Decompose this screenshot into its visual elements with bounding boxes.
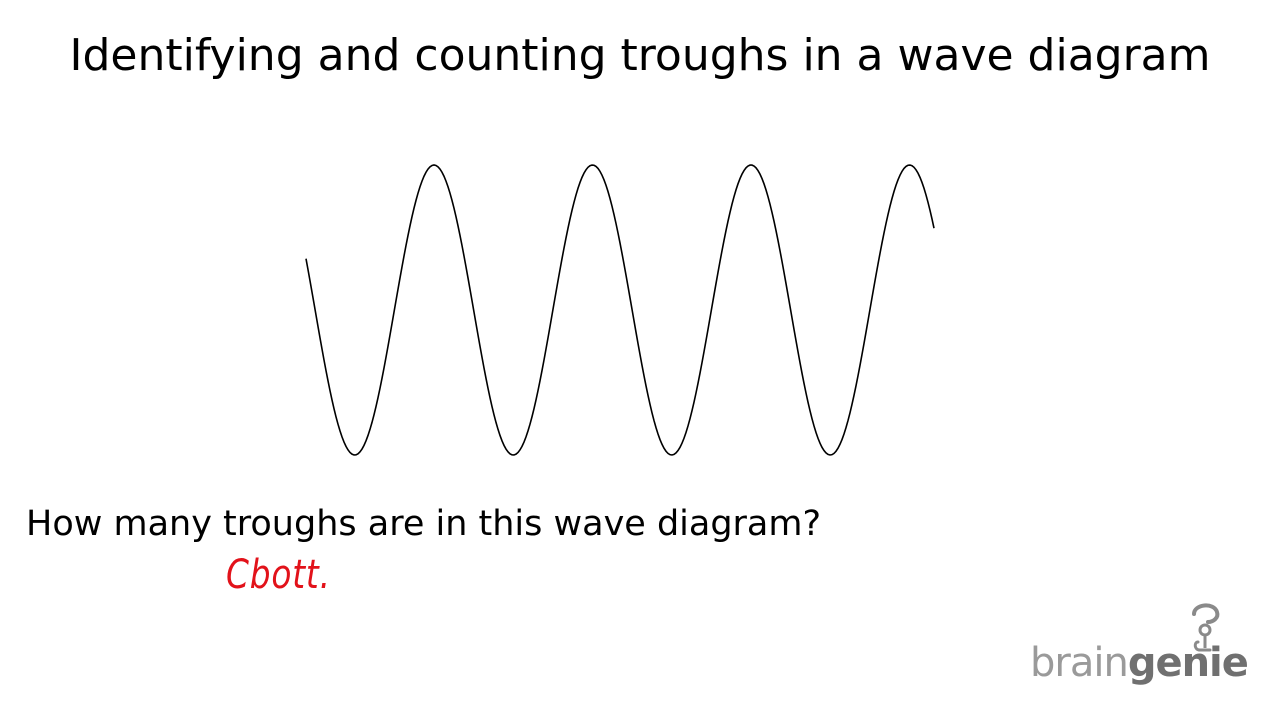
handwritten-annotation: Cbott. (226, 552, 331, 598)
logo-brain-text: brain (1030, 640, 1129, 686)
genie-lamp-icon (1192, 603, 1220, 652)
question-text: How many troughs are in this wave diagra… (26, 504, 822, 544)
wave-line (305, 164, 935, 456)
logo-genie-text: genie (1127, 640, 1249, 686)
slide-title: Identifying and counting troughs in a wa… (69, 30, 1211, 81)
logo-wordmark: braingenie (1030, 640, 1249, 686)
braingenie-logo: braingenie (1030, 600, 1249, 695)
